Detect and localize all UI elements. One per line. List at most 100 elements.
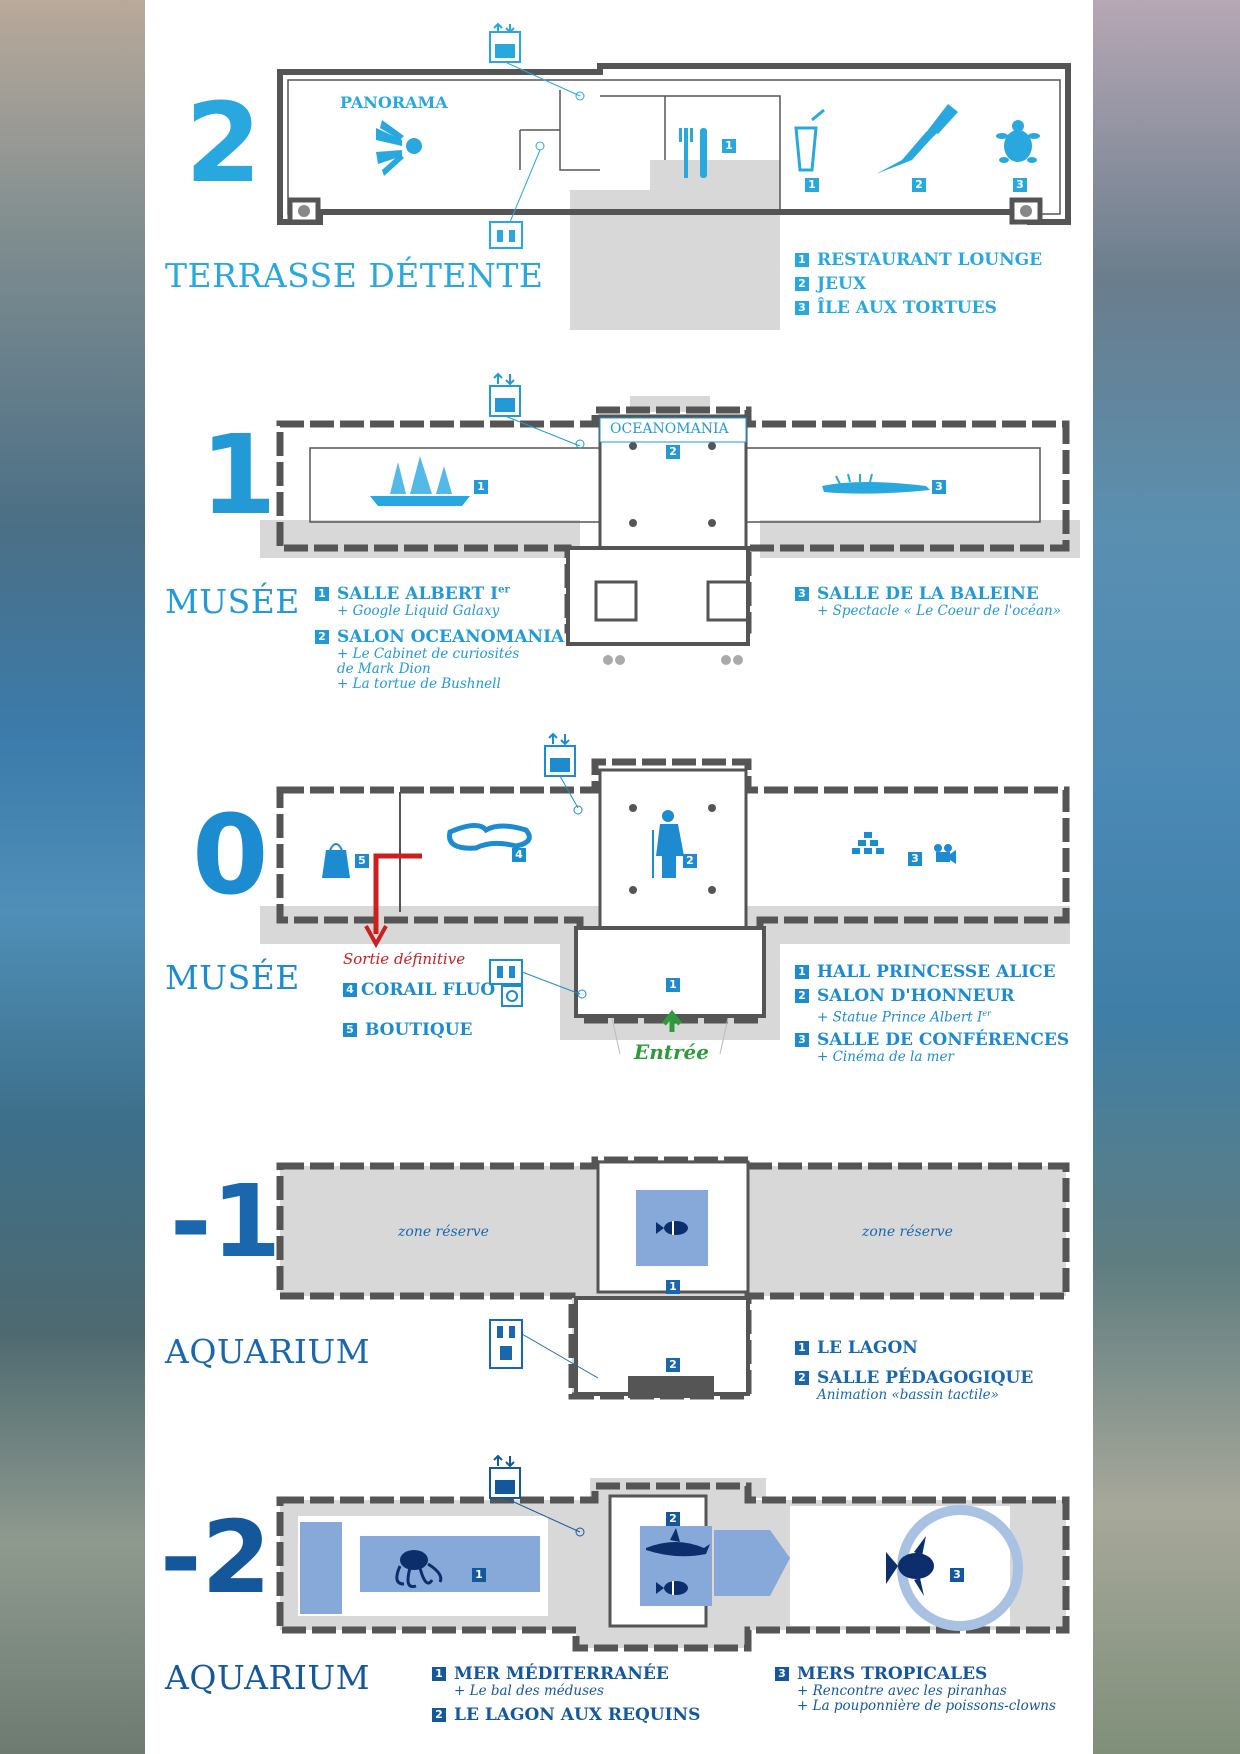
level-m1-plan <box>276 1156 1070 1400</box>
zone-title: TERRASSE DÉTENTE <box>165 256 544 295</box>
legend-sub: + Le bal des méduses <box>454 1683 604 1699</box>
map-tag: 4 <box>512 848 526 862</box>
map-tag: 3 <box>932 480 946 494</box>
elevator-icon <box>544 732 576 777</box>
map-tag: 3 <box>1013 178 1027 192</box>
legend-item: 1 MER MÉDITERRANÉE <box>432 1664 700 1684</box>
legend-number: 3 <box>795 587 809 601</box>
level-m2-plan <box>276 1454 1070 1652</box>
legend-sub: + Statue Prince Albert Ier <box>817 1006 1069 1026</box>
entrance-label: Entrée <box>634 1040 710 1064</box>
legend-sub: + La pouponnière de poissons-clowns <box>797 1698 1056 1714</box>
clownfish-icon <box>656 1221 688 1235</box>
legend-number: 2 <box>795 277 809 291</box>
map-tag: 1 <box>474 480 488 494</box>
audience-icon <box>852 832 884 854</box>
level-0-plan <box>260 732 1070 1055</box>
legend-sub: Animation «bassin tactile» <box>817 1387 999 1403</box>
ship-icon <box>370 456 470 506</box>
legend-label: SALON OCEANOMANIA <box>337 627 565 647</box>
legend-label: LE LAGON <box>817 1338 918 1358</box>
whale-skeleton-icon <box>822 473 930 494</box>
legend-label: SALON D'HONNEUR <box>817 986 1015 1006</box>
level-number: 1 <box>200 411 277 539</box>
restaurant-icon <box>679 128 707 178</box>
level-number: -1 <box>170 1163 282 1280</box>
legend-sub: + Cinéma de la mer <box>817 1048 954 1065</box>
legend-number: 3 <box>795 1032 809 1047</box>
accessible-restroom-icon <box>501 985 523 1007</box>
legend-number: 3 <box>795 301 809 315</box>
statue-icon <box>652 810 684 878</box>
legend-label: JEUX <box>817 274 867 294</box>
aquarium-photo-left <box>0 0 145 1754</box>
map-tag: 2 <box>666 445 680 459</box>
tropical-fish-icon <box>886 1536 934 1596</box>
legend-item: 1 LE LAGON <box>795 1338 1033 1358</box>
legend-label: CORAIL FLUO <box>361 980 496 1000</box>
zone-title: MUSÉE <box>165 582 300 621</box>
legend-label: LE LAGON AUX REQUINS <box>454 1705 701 1725</box>
legend-label-text: SALLE ALBERT I <box>337 584 499 604</box>
coral-icon <box>447 823 532 851</box>
superscript: er <box>498 584 510 596</box>
legend-number: 1 <box>795 1341 809 1355</box>
zone-title: MUSÉE <box>165 958 300 997</box>
map-tag: 2 <box>666 1358 680 1372</box>
level-1-plan <box>260 372 1080 665</box>
legend-label: SALLE DE LA BALEINE <box>817 584 1039 604</box>
map-tag: 3 <box>950 1568 964 1582</box>
legend-sub: + La tortue de Bushnell <box>337 676 501 692</box>
legend-item: 2 JEUX <box>795 274 1042 294</box>
legend-item: 2 SALON D'HONNEUR <box>795 986 1069 1006</box>
map-label-oceanomania: OCEANOMANIA <box>610 421 729 437</box>
shark-icon <box>646 1528 710 1557</box>
map-label-panorama: PANORAMA <box>340 93 448 112</box>
clownfish-icon <box>656 1581 688 1595</box>
level-number: -2 <box>160 1499 272 1616</box>
map-tag: 5 <box>355 854 369 868</box>
legend-label: RESTAURANT LOUNGE <box>817 250 1043 270</box>
level-2-plan <box>277 22 1071 330</box>
legend-number: 1 <box>432 1667 446 1681</box>
legend-label: MER MÉDITERRANÉE <box>454 1664 669 1684</box>
swordfish-icon <box>876 104 958 174</box>
map-tag: 2 <box>912 178 926 192</box>
legend-number: 5 <box>343 1023 357 1037</box>
legend-sub-text: + Statue Prince Albert I <box>817 1009 983 1026</box>
map-tag: 1 <box>666 1280 680 1294</box>
level-number: 0 <box>192 791 269 919</box>
map-tag: 1 <box>805 178 819 192</box>
legend-number: 2 <box>795 989 809 1003</box>
shopping-bag-icon <box>322 843 350 878</box>
map-tag: 1 <box>722 139 736 153</box>
legend-number: 4 <box>343 983 357 997</box>
panorama-icon <box>376 120 422 176</box>
legend-level-0-right: 1 HALL PRINCESSE ALICE 2 SALON D'HONNEUR +… <box>795 962 1069 1065</box>
elevator-icon <box>489 372 521 417</box>
legend-label: HALL PRINCESSE ALICE <box>817 962 1056 982</box>
legend-sub: + Spectacle « Le Coeur de l'océan» <box>817 603 1061 619</box>
map-tag: 2 <box>666 1512 680 1526</box>
map-tag: 1 <box>472 1568 486 1582</box>
legend-sub: + Rencontre avec les piranhas <box>797 1683 1007 1699</box>
legend-label: SALLE PÉDAGOGIQUE <box>817 1368 1034 1388</box>
level-number: 2 <box>185 79 262 207</box>
cocktail-icon <box>794 108 825 172</box>
legend-sub: de Mark Dion <box>337 661 431 677</box>
exit-label: Sortie définitive <box>343 950 466 968</box>
legend-label: SALLE ALBERT Ier <box>337 584 510 604</box>
legend-number: 1 <box>795 965 809 979</box>
legend-number: 3 <box>775 1667 789 1681</box>
